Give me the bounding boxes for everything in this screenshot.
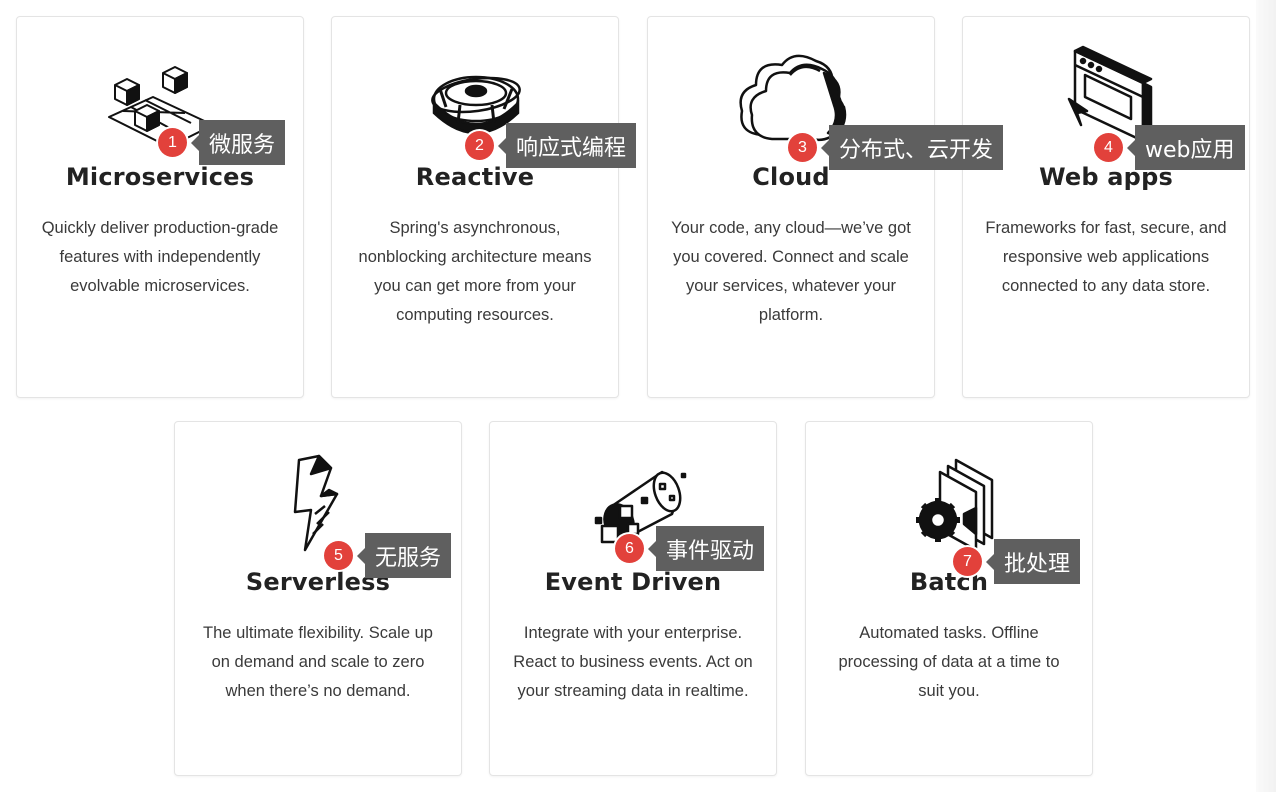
annotation-label: 事件驱动: [647, 526, 765, 571]
annotation-label: 批处理: [985, 539, 1081, 584]
card-microservices[interactable]: Microservices Quickly deliver production…: [16, 16, 304, 398]
annotation-label: 分布式、云开发: [820, 125, 1004, 170]
card-description: Integrate with your enterprise. React to…: [513, 624, 753, 700]
scrollbar-track[interactable]: [1256, 0, 1276, 792]
annotation-number-badge: 2: [465, 131, 494, 160]
annotation-number-badge: 5: [324, 541, 353, 570]
annotation-5: 5 无服务: [324, 533, 452, 578]
card-title: Event Driven: [544, 568, 722, 596]
card-description: The ultimate flexibility. Scale up on de…: [203, 624, 433, 700]
annotation-label: 响应式编程: [497, 123, 637, 168]
annotation-label: 微服务: [190, 120, 286, 165]
reactive-icon: [416, 49, 536, 149]
card-description: Frameworks for fast, secure, and respons…: [985, 219, 1227, 295]
card-title: Cloud: [752, 163, 830, 191]
batch-icon: [890, 454, 1010, 554]
serverless-icon: [259, 454, 379, 554]
annotation-7: 7 批处理: [953, 539, 1081, 584]
annotation-4: 4 web应用: [1094, 125, 1245, 170]
event-driven-icon: [574, 454, 694, 554]
annotation-number-badge: 6: [615, 534, 644, 563]
card-cloud[interactable]: Cloud Your code, any cloud—we’ve got you…: [647, 16, 935, 398]
annotation-number-badge: 7: [953, 547, 982, 576]
annotation-label: 无服务: [356, 533, 452, 578]
card-event-driven[interactable]: Event Driven Integrate with your enterpr…: [489, 421, 777, 776]
microservices-icon: [101, 49, 221, 149]
annotation-label: web应用: [1127, 125, 1245, 170]
card-batch[interactable]: Batch Automated tasks. Offline processin…: [805, 421, 1093, 776]
cloud-icon: [732, 49, 852, 149]
card-description: Automated tasks. Offline processing of d…: [838, 624, 1060, 700]
card-serverless[interactable]: Serverless The ultimate flexibility. Sca…: [174, 421, 462, 776]
card-reactive[interactable]: Reactive Spring's asynchronous, nonblock…: [331, 16, 619, 398]
card-web-apps[interactable]: Web apps Frameworks for fast, secure, an…: [962, 16, 1250, 398]
annotation-2: 2 响应式编程: [465, 123, 637, 168]
annotation-3: 3 分布式、云开发: [788, 125, 1004, 170]
card-description: Your code, any cloud—we’ve got you cover…: [671, 219, 911, 324]
card-description: Spring's asynchronous, nonblocking archi…: [358, 219, 592, 324]
card-description: Quickly deliver production-grade feature…: [41, 219, 279, 295]
annotation-number-badge: 4: [1094, 133, 1123, 162]
annotation-1: 1 微服务: [158, 120, 286, 165]
annotation-number-badge: 1: [158, 128, 187, 157]
annotation-number-badge: 3: [788, 133, 817, 162]
annotation-6: 6 事件驱动: [615, 526, 765, 571]
card-title: Microservices: [65, 163, 255, 191]
